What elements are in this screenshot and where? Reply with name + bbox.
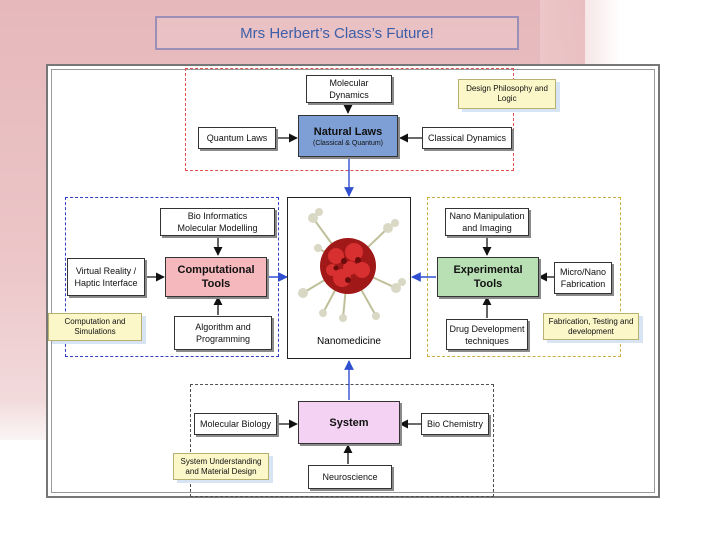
computation-simulations-note: Computation and Simulations: [48, 313, 142, 341]
natural-laws-sublabel: (Classical & Quantum): [312, 139, 384, 147]
bio-chemistry-box: Bio Chemistry: [421, 413, 489, 435]
system-group: [190, 384, 494, 497]
slide-title-box: Mrs Herbert’s Class’s Future!: [155, 16, 519, 50]
classical-dynamics-box: Classical Dynamics: [422, 127, 512, 149]
nanoparticle-illustration: [298, 208, 406, 322]
molecular-dynamics-box: Molecular Dynamics: [306, 75, 392, 103]
nanomedicine-label: Nanomedicine: [317, 336, 381, 347]
computational-tools-box: Computational Tools: [165, 257, 267, 297]
design-philosophy-note: Design Philosophy and Logic: [458, 79, 556, 109]
virtual-reality-box: Virtual Reality / Haptic Interface: [67, 258, 145, 296]
nanomedicine-box: Nanomedicine: [287, 197, 411, 359]
experimental-tools-box: Experimental Tools: [437, 257, 539, 297]
neuroscience-box: Neuroscience: [308, 465, 392, 489]
quantum-laws-box: Quantum Laws: [198, 127, 276, 149]
natural-laws-label: Natural Laws: [313, 125, 383, 138]
molecular-biology-box: Molecular Biology: [194, 413, 277, 435]
bio-informatics-box: Bio Informatics Molecular Modelling: [160, 208, 275, 236]
system-box: System: [298, 401, 400, 444]
algorithm-programming-box: Algorithm and Programming: [174, 316, 272, 350]
slide-title: Mrs Herbert’s Class’s Future!: [240, 24, 434, 42]
system-understanding-note: System Understanding and Material Design: [173, 453, 269, 480]
drug-development-box: Drug Development techniques: [446, 319, 528, 350]
nano-manipulation-box: Nano Manipulation and Imaging: [445, 208, 529, 236]
micro-nano-fabrication-box: Micro/Nano Fabrication: [554, 262, 612, 294]
figure-frame: [51, 69, 655, 493]
natural-laws-box: Natural Laws (Classical & Quantum): [298, 115, 398, 157]
fabrication-testing-note: Fabrication, Testing and development: [543, 313, 639, 340]
